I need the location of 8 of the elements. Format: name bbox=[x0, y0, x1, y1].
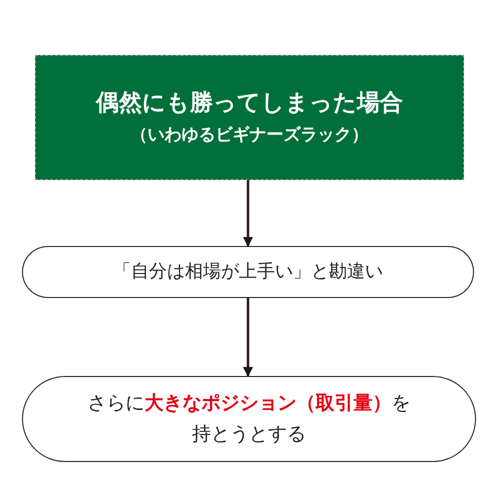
node-text: 「自分は相場が上手い」と勘違い bbox=[113, 260, 383, 284]
subheading-text: （いわゆるビギナーズラック） bbox=[130, 125, 368, 146]
heading-text: 偶然にも勝ってしまった場合 bbox=[96, 90, 403, 118]
title-box bbox=[35, 55, 464, 180]
arrow bbox=[242, 298, 254, 377]
node-text: さらに大きなポジション（取引量）を持とうとする bbox=[86, 390, 412, 447]
rounded-box bbox=[22, 246, 474, 298]
arrow bbox=[242, 180, 254, 247]
